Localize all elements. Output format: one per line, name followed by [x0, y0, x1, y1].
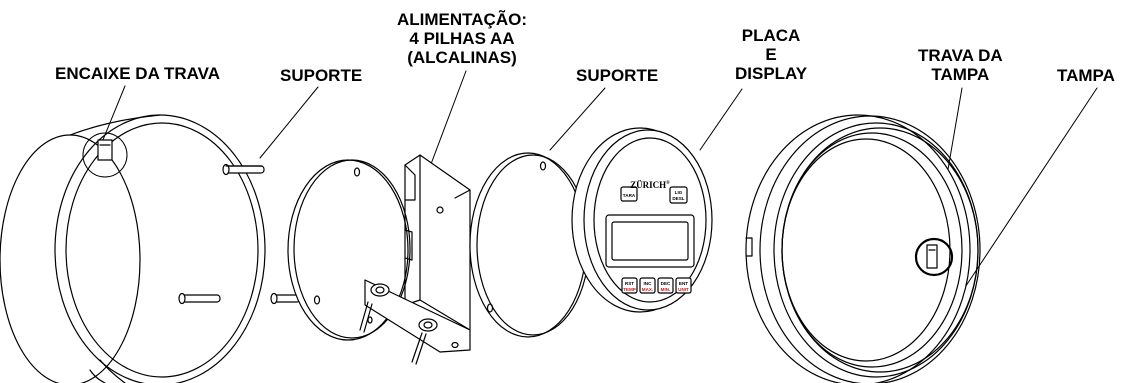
label-placa-e-display: PLACA E DISPLAY	[735, 26, 807, 83]
label-trava-line2: TAMPA	[931, 65, 990, 84]
housing-ring	[0, 114, 301, 383]
label-trava-da-tampa: TRAVA DA TAMPA	[918, 46, 1003, 84]
support-plate-right	[469, 152, 590, 338]
key-dec-bottom: MIN.	[661, 287, 671, 292]
key-rst-bottom: TEMP	[623, 287, 636, 292]
label-encaixe-da-trava: ENCAIXE DA TRAVA	[55, 64, 220, 83]
label-suporte-right: SUPORTE	[576, 66, 659, 85]
label-alimentacao-line2: 4 PILHAS AA	[409, 29, 515, 48]
label-alimentacao: ALIMENTAÇÃO: 4 PILHAS AA (ALCALINAS)	[397, 10, 527, 67]
label-suporte-left: SUPORTE	[280, 66, 363, 85]
housing-screw-bottom	[178, 292, 221, 305]
label-alimentacao-line1: ALIMENTAÇÃO:	[397, 10, 527, 29]
key-rst-top: RST	[625, 281, 634, 286]
lig-button-line1: LIG	[675, 190, 683, 195]
housing-screw-top	[222, 163, 265, 176]
label-placa-line3: DISPLAY	[735, 64, 808, 83]
cover-ring	[745, 114, 981, 383]
key-ent-top: ENT	[679, 281, 688, 286]
display-texts: ZÜRICH® TARA LIG DESL RST TEMP INC MAX. …	[623, 180, 689, 292]
label-alimentacao-line3: (ALCALINAS)	[407, 48, 517, 67]
lig-button-line2: DESL	[672, 196, 684, 201]
display-module	[571, 127, 713, 313]
key-inc-top: INC	[644, 281, 653, 286]
key-ent-bottom: UNIT	[678, 287, 689, 292]
brand-logo: ZÜRICH®	[630, 180, 670, 190]
tara-button: TARA	[623, 193, 636, 198]
label-trava-line1: TRAVA DA	[918, 46, 1003, 65]
key-dec-top: DEC	[661, 281, 671, 286]
battery-bracket	[359, 154, 471, 365]
label-placa-line2: E	[765, 45, 777, 64]
label-tampa: TAMPA	[1057, 66, 1115, 85]
label-placa-line1: PLACA	[741, 26, 801, 45]
key-inc-bottom: MAX.	[642, 287, 653, 292]
